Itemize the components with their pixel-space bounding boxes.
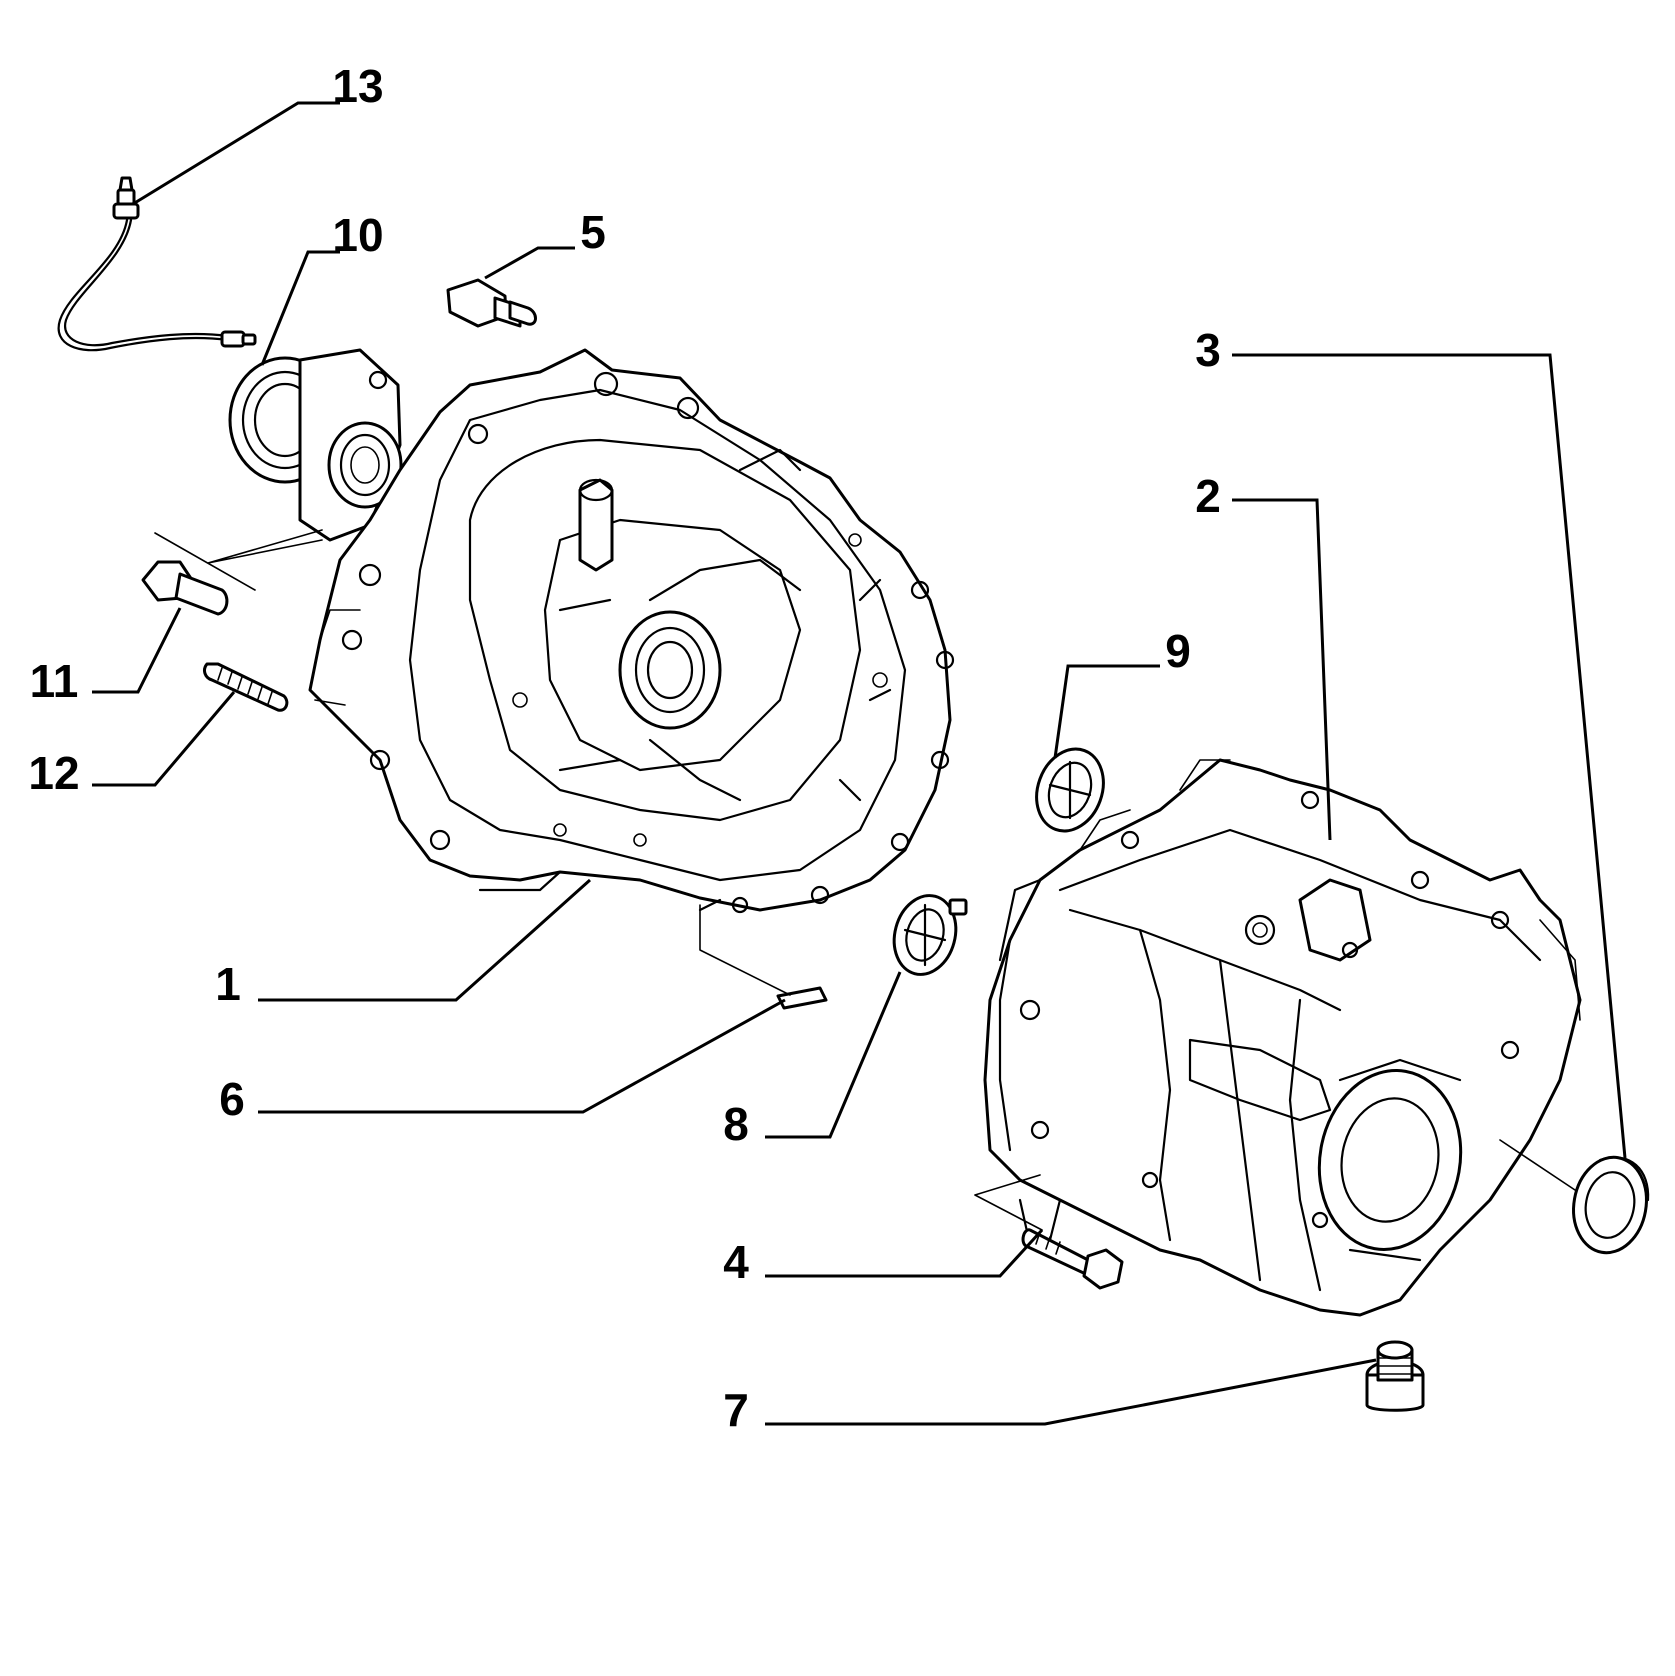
leader-3 xyxy=(1232,353,1627,1159)
callout-7: 7 xyxy=(723,1384,749,1436)
callout-1: 1 xyxy=(215,958,241,1010)
part-13-sensor-cable xyxy=(57,176,257,352)
callout-11: 11 xyxy=(30,655,79,707)
leader-6 xyxy=(258,998,786,1114)
callout-8: 8 xyxy=(723,1098,749,1150)
part-9-seal xyxy=(1035,747,1105,833)
leader-7 xyxy=(765,1358,1377,1426)
callout-6: 6 xyxy=(219,1073,245,1125)
part-8-seal xyxy=(892,894,968,976)
callout-5: 5 xyxy=(580,206,606,258)
callout-13: 13 xyxy=(332,60,383,112)
callout-10: 10 xyxy=(332,209,383,261)
leader-2 xyxy=(1232,498,1332,841)
callout-2: 2 xyxy=(1195,470,1221,522)
callout-labels: 13 10 5 3 2 9 11 12 1 6 8 4 7 xyxy=(28,60,1220,1436)
leader-12 xyxy=(92,691,236,787)
leader-13 xyxy=(132,101,340,206)
part-12-stud xyxy=(203,662,289,712)
callout-3: 3 xyxy=(1195,324,1221,376)
callout-12: 12 xyxy=(28,747,79,799)
part-2-gearbox-housing xyxy=(983,758,1582,1317)
part-11-bolt xyxy=(141,560,229,616)
leader-10 xyxy=(260,250,340,366)
leader-3-lower xyxy=(1499,1139,1576,1191)
leader-11 xyxy=(92,607,182,694)
leader-8 xyxy=(765,971,902,1139)
leader-lines xyxy=(92,101,1627,1426)
callout-9: 9 xyxy=(1165,625,1191,677)
leader-4-upper xyxy=(974,1174,1043,1231)
leader-10-branch xyxy=(154,529,323,591)
part-7-drain-plug xyxy=(1365,1340,1425,1412)
leader-5 xyxy=(484,246,575,280)
part-4-bolt xyxy=(1021,1228,1124,1290)
part-10-release-bearing xyxy=(228,348,403,542)
part-3-seal xyxy=(1572,1155,1650,1255)
leader-9 xyxy=(1053,664,1160,759)
part-5-bolt xyxy=(446,278,537,328)
part-1-clutch-housing xyxy=(308,348,955,914)
leader-1 xyxy=(258,878,592,1002)
leader-6-upper xyxy=(699,904,791,996)
part-6-plate xyxy=(776,986,828,1010)
leader-4 xyxy=(765,1228,1044,1278)
callout-4: 4 xyxy=(723,1236,749,1288)
